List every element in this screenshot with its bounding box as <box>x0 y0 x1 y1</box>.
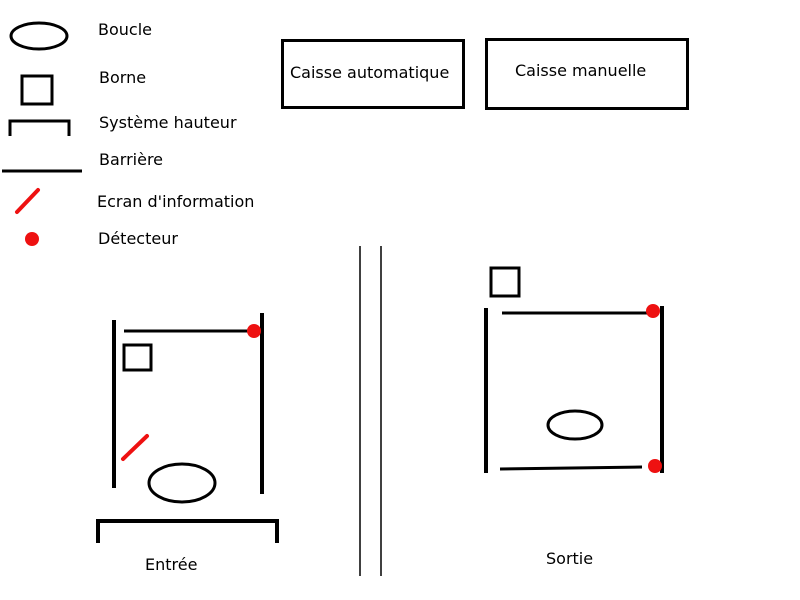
legend-label-terminal: Borne <box>99 68 147 87</box>
entry-loop <box>147 462 217 504</box>
legend-detector-symbol <box>25 232 39 246</box>
automatic-cashier-label: Caisse automatique <box>290 63 450 82</box>
exit-detector-bottom <box>648 459 662 473</box>
manual-cashier-label: Caisse manuelle <box>515 61 647 80</box>
legend-label-loop: Boucle <box>98 20 152 39</box>
exit-barrier-bottom <box>499 465 643 471</box>
legend-height-system-symbol <box>8 119 71 136</box>
exit-terminal <box>489 266 521 298</box>
exit-detector-top <box>646 304 660 318</box>
entry-info-screen <box>121 434 149 461</box>
legend-label-detector: Détecteur <box>98 229 178 248</box>
legend-terminal-symbol <box>20 74 54 106</box>
legend-loop-symbol <box>9 21 69 51</box>
manual-cashier-box: Caisse manuelle <box>485 38 689 110</box>
entry-height-system <box>96 519 279 543</box>
legend-label-info-screen: Ecran d'information <box>97 192 255 211</box>
legend-label-height-system: Système hauteur <box>99 113 237 132</box>
automatic-cashier-box: Caisse automatique <box>281 39 465 109</box>
entry-terminal <box>122 343 153 372</box>
exit-loop <box>546 409 604 441</box>
entry-detector <box>247 324 261 338</box>
legend-info-screen-symbol <box>15 188 40 214</box>
entry-zone-label: Entrée <box>145 555 198 574</box>
legend-label-barrier: Barrière <box>99 150 164 169</box>
exit-zone-label: Sortie <box>546 549 594 568</box>
